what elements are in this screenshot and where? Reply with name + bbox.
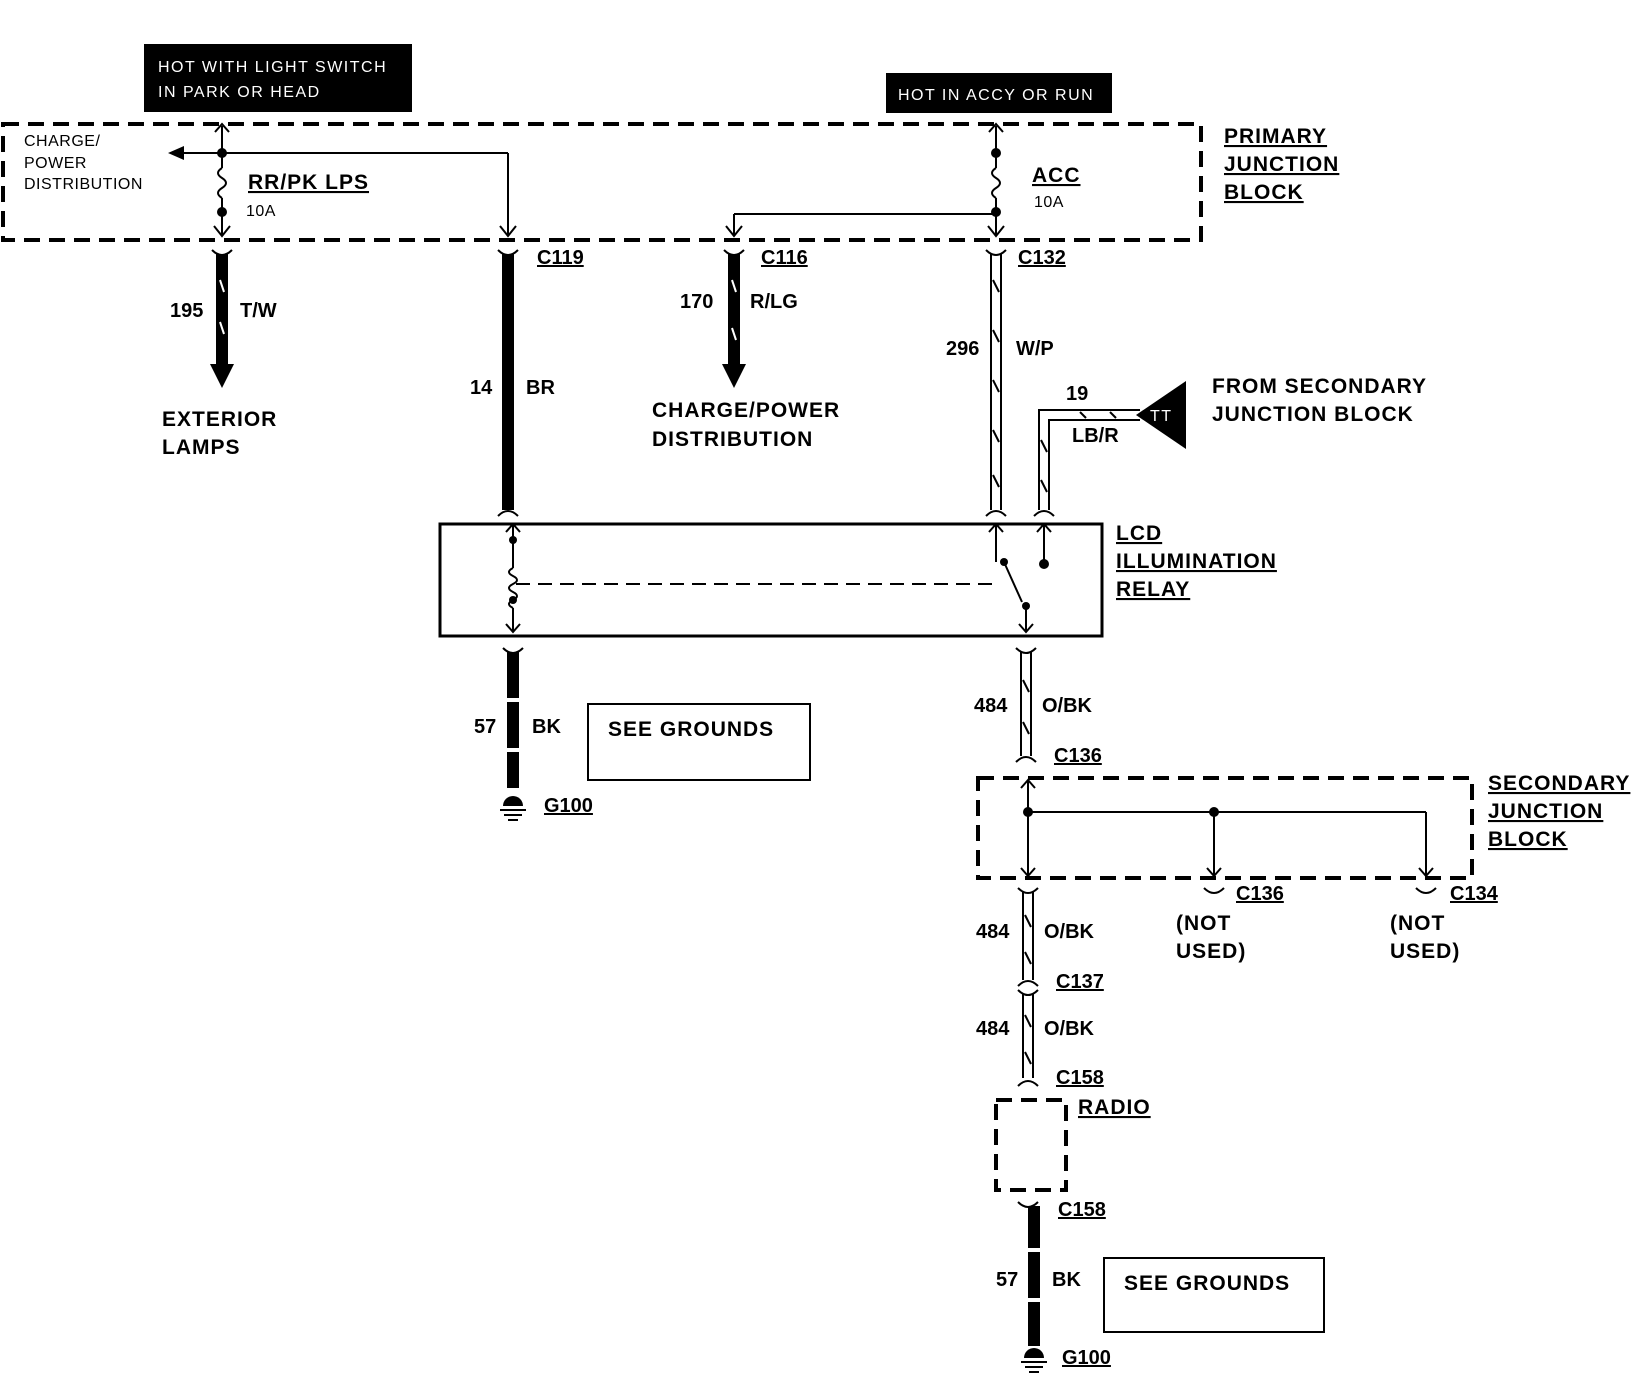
wire-195 [210, 254, 234, 388]
connector-c137: C137 [1056, 971, 1104, 993]
relay-label-1: LCD [1116, 522, 1162, 545]
wire-57b-color: BK [1052, 1269, 1081, 1291]
see-grounds-top: SEE GROUNDS [608, 718, 774, 741]
connector-c158-bottom: C158 [1058, 1199, 1106, 1221]
wire-484-a [1020, 652, 1032, 756]
ground-g100-bottom [1021, 1348, 1047, 1373]
wire-484b-num: 484 [976, 921, 1010, 943]
wire-57a-color: BK [532, 716, 561, 738]
fuse-rr-pk-lps [168, 122, 517, 238]
fuse-left-rating: 10A [246, 203, 276, 220]
wire-296-color: W/P [1016, 338, 1054, 360]
wire-170 [722, 254, 746, 388]
not-used-c134-2: USED) [1390, 940, 1460, 963]
connector-c119: C119 [537, 247, 584, 269]
wire-296-num: 296 [946, 338, 979, 360]
exterior-lamps-2: LAMPS [162, 436, 241, 459]
charge-power-text-1: CHARGE/ [24, 133, 100, 150]
wire-170-num: 170 [680, 291, 713, 313]
wire-484c-num: 484 [976, 1018, 1010, 1040]
fuse-right-name: ACC [1032, 164, 1081, 187]
primary-block-label-1: PRIMARY [1224, 125, 1327, 148]
secondary-junction-block [976, 776, 1474, 880]
hot-light-switch-line1: HOT WITH LIGHT SWITCH [158, 59, 387, 76]
wire-195-num: 195 [170, 300, 203, 322]
charge-power-text-2: POWER [24, 155, 87, 172]
wire-14-color: BR [526, 377, 555, 399]
exterior-lamps-1: EXTERIOR [162, 408, 277, 431]
wire-19 [1038, 409, 1140, 510]
not-used-c136-2: USED) [1176, 940, 1246, 963]
charge-power-dist-1: CHARGE/POWER [652, 399, 840, 422]
secondary-block-label-3: BLOCK [1488, 828, 1568, 851]
see-grounds-box-bottom [1103, 1257, 1325, 1333]
wire-57a-num: 57 [474, 716, 496, 738]
relay-label-3: RELAY [1116, 578, 1190, 601]
ground-g100-top-label: G100 [544, 795, 593, 817]
radio-box [994, 1098, 1068, 1192]
relay-internals [505, 522, 1052, 634]
connector-c158-top: C158 [1056, 1067, 1104, 1089]
wire-195-color: T/W [240, 300, 277, 322]
hot-light-switch-line2: IN PARK OR HEAD [158, 84, 321, 101]
connector-c136-top: C136 [1054, 745, 1102, 767]
fuse-acc [725, 122, 1005, 238]
connector-c136-unused: C136 [1236, 883, 1284, 905]
ground-g100-top [500, 796, 526, 821]
primary-block-label-3: BLOCK [1224, 181, 1304, 204]
tt-symbol: TT [1150, 408, 1173, 425]
lcd-illumination-relay [438, 522, 1104, 638]
primary-junction-block [1, 122, 1203, 242]
hot-accy-run-label: HOT IN ACCY OR RUN [886, 73, 1112, 113]
connector-c132: C132 [1018, 247, 1066, 269]
secondary-block-label-2: JUNCTION [1488, 800, 1603, 823]
wire-484-c [1022, 994, 1034, 1078]
wire-484-b [1022, 892, 1034, 980]
wire-484a-color: O/BK [1042, 695, 1093, 717]
secondary-block-label-1: SECONDARY [1488, 772, 1630, 795]
not-used-c136-1: (NOT [1176, 912, 1231, 935]
wire-296 [990, 254, 1002, 510]
radio-label: RADIO [1078, 1096, 1151, 1119]
primary-block-label-2: JUNCTION [1224, 153, 1339, 176]
wire-57b-num: 57 [996, 1269, 1018, 1291]
from-secondary-2: JUNCTION BLOCK [1212, 403, 1414, 426]
connector-c134: C134 [1450, 883, 1499, 905]
not-used-c134-1: (NOT [1390, 912, 1445, 935]
relay-label-2: ILLUMINATION [1116, 550, 1277, 573]
wire-170-color: R/LG [750, 291, 798, 313]
from-secondary-1: FROM SECONDARY [1212, 375, 1427, 398]
see-grounds-bottom: SEE GROUNDS [1124, 1272, 1290, 1295]
fuse-right-rating: 10A [1034, 194, 1064, 211]
wire-484c-color: O/BK [1044, 1018, 1095, 1040]
charge-power-text-3: DISTRIBUTION [24, 176, 143, 193]
charge-power-dist-2: DISTRIBUTION [652, 428, 813, 451]
wire-484b-color: O/BK [1044, 921, 1095, 943]
wire-19-num: 19 [1066, 383, 1088, 405]
connector-c116: C116 [761, 247, 808, 269]
wire-14-num: 14 [470, 377, 493, 399]
see-grounds-box-top [587, 703, 811, 781]
fuse-left-name: RR/PK LPS [248, 171, 369, 194]
wire-19-color: LB/R [1072, 425, 1119, 447]
hot-light-switch-label: HOT WITH LIGHT SWITCH IN PARK OR HEAD [144, 44, 412, 112]
secondary-block-source-triangle [1136, 381, 1186, 449]
hot-accy-run-text: HOT IN ACCY OR RUN [898, 87, 1094, 104]
ground-g100-bottom-label: G100 [1062, 1347, 1111, 1369]
secondary-block-internals [1020, 778, 1434, 878]
wire-484a-num: 484 [974, 695, 1008, 717]
